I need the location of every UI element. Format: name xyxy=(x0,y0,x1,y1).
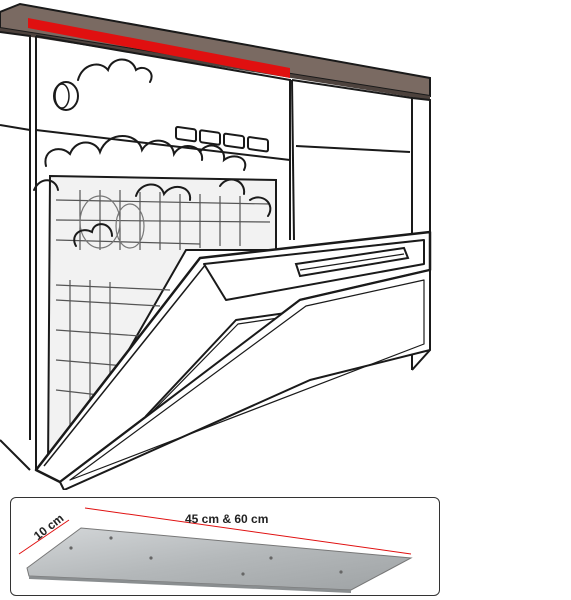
mounting-strip-highlight xyxy=(28,18,290,78)
left-cabinet xyxy=(0,31,31,471)
plate-screw-holes xyxy=(69,536,343,576)
mounting-plate xyxy=(26,527,413,591)
length-dimension-line xyxy=(84,507,412,555)
mounting-plate-detail: 45 cm & 60 cm 10 cm xyxy=(10,497,440,596)
length-label: 45 cm & 60 cm xyxy=(185,512,269,526)
countertop-edge xyxy=(0,28,430,100)
depth-dimension-line xyxy=(18,519,70,555)
control-buttons xyxy=(175,125,269,153)
dishwasher-illustration xyxy=(0,2,432,490)
mounting-plate-drawing xyxy=(18,507,413,593)
steam-clouds xyxy=(33,58,272,247)
door-handle xyxy=(294,246,410,278)
control-knob xyxy=(53,81,79,111)
dishwasher-frame xyxy=(35,35,291,470)
countertop xyxy=(0,2,431,98)
dish-racks xyxy=(55,190,271,440)
